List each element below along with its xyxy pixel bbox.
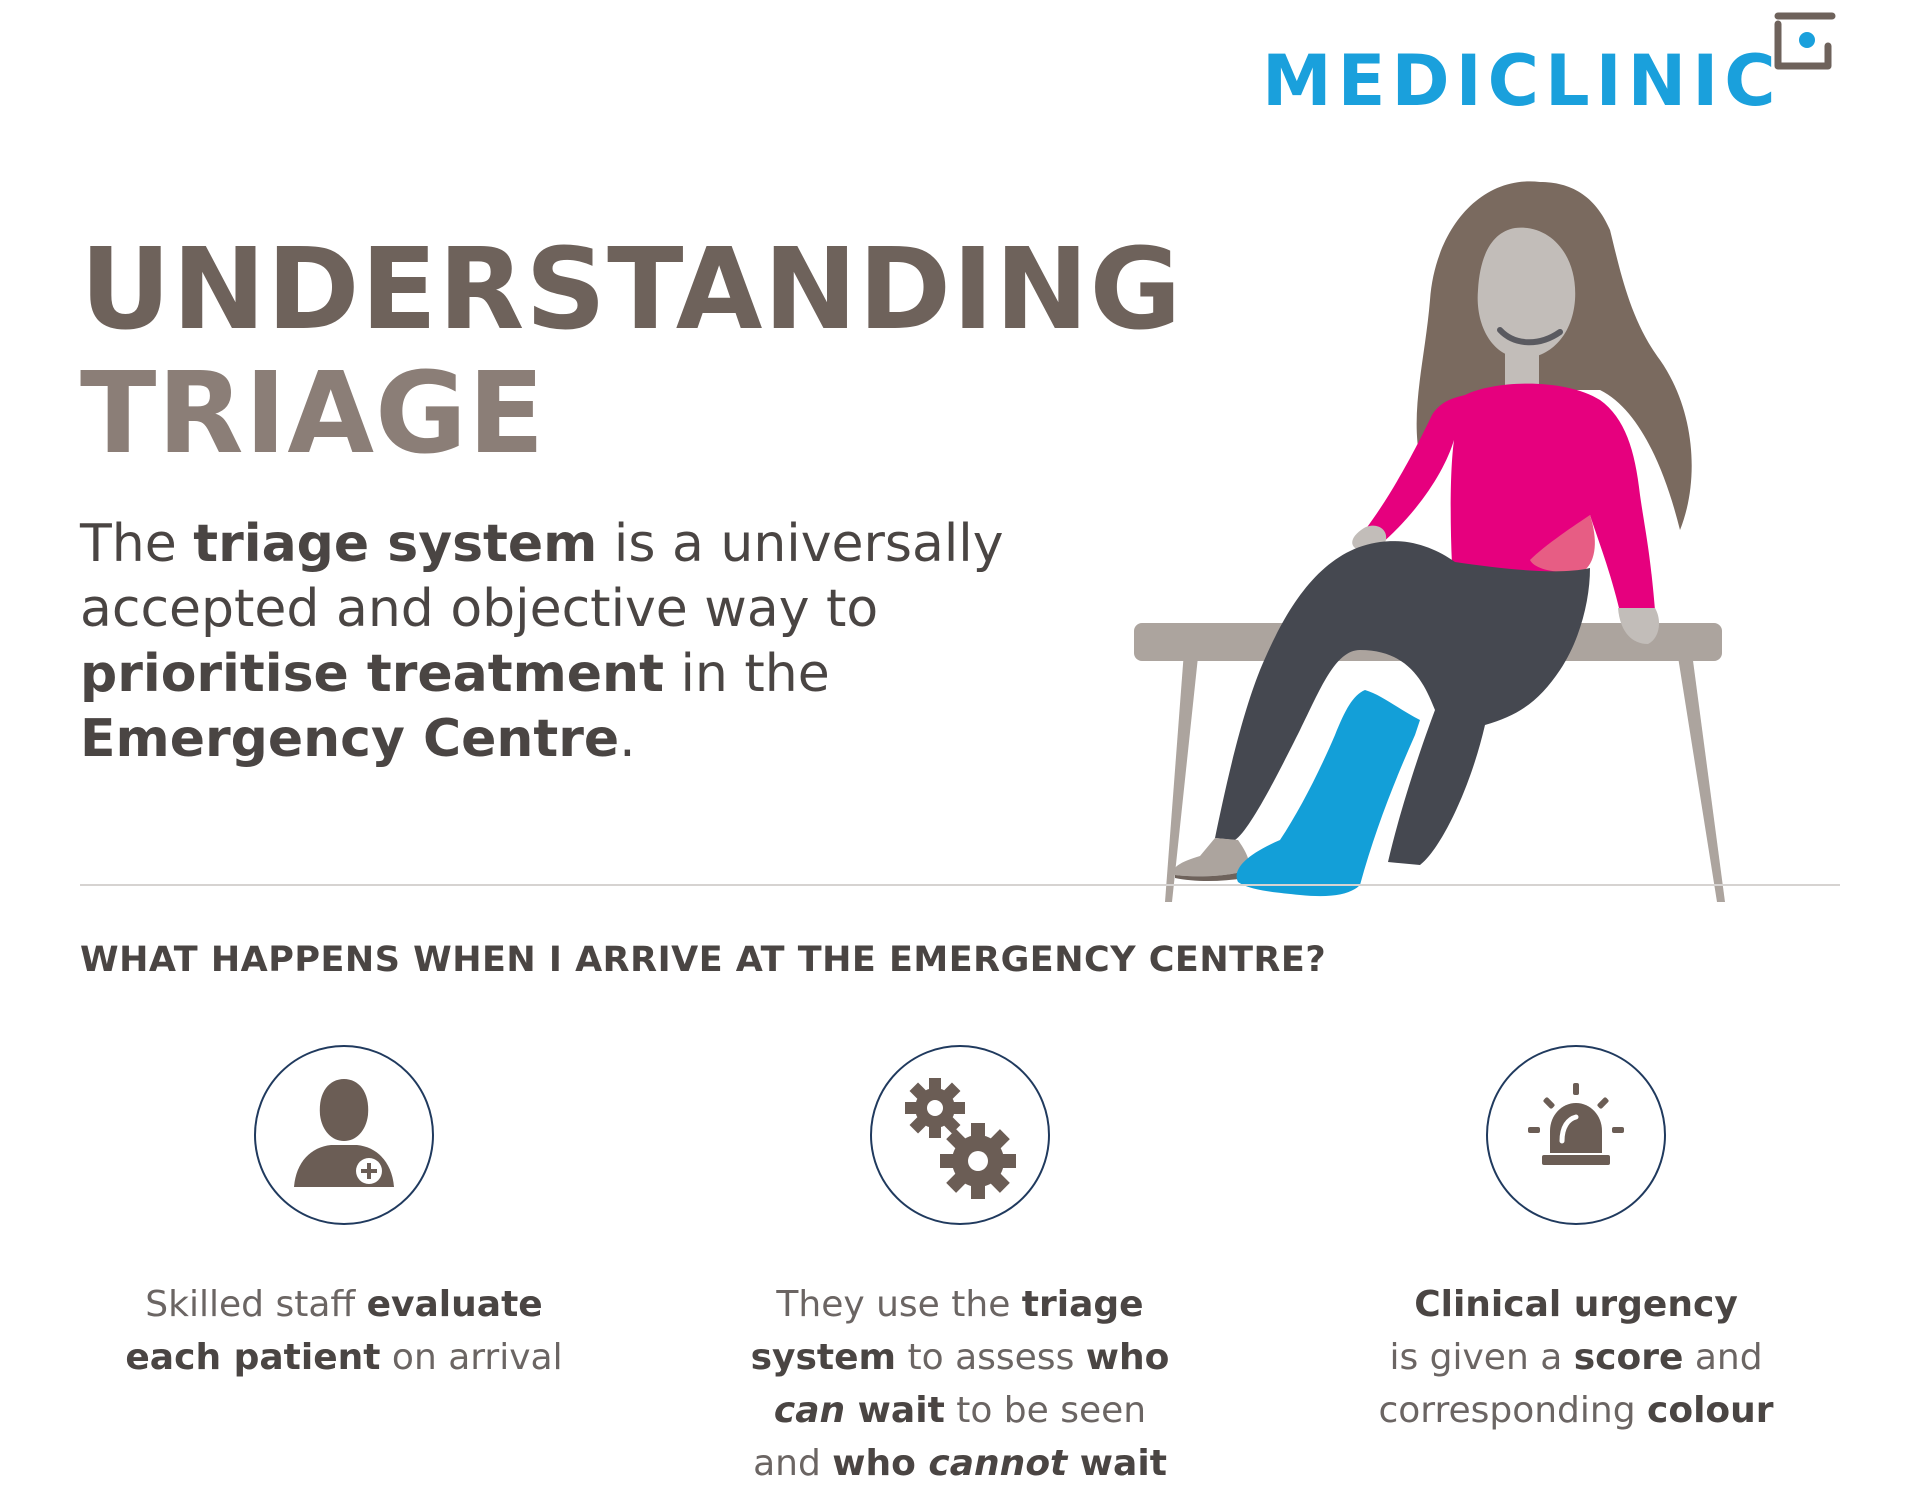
- step-3-circle: [1486, 1045, 1666, 1225]
- step-3-bold-2: score: [1573, 1337, 1684, 1378]
- step-3-line-3: corresponding colour: [1266, 1384, 1886, 1437]
- trousers: [1215, 541, 1590, 865]
- title-line-1: UNDERSTANDING: [80, 225, 1183, 355]
- intro-text-3: in the: [663, 644, 830, 704]
- intro-bold-1: triage system: [193, 514, 598, 574]
- step-3-line-2: is given a score and: [1266, 1331, 1886, 1384]
- step-2-description: They use the triage system to assess who…: [650, 1278, 1270, 1490]
- intro-bold-3: Emergency Centre: [80, 709, 620, 769]
- alarm-siren-icon: [1528, 1083, 1624, 1165]
- gears-icon: [905, 1078, 1016, 1199]
- logo-mark-icon: [1774, 12, 1836, 70]
- page-title: UNDERSTANDING TRIAGE: [80, 228, 1182, 476]
- step-2-line-2: system to assess who: [650, 1331, 1270, 1384]
- intro-text-4: .: [619, 709, 636, 769]
- step-2-bold-1: triage: [1021, 1284, 1144, 1325]
- face: [1477, 227, 1576, 359]
- step-3-description: Clinical urgency is given a score and co…: [1266, 1278, 1886, 1437]
- neck: [1505, 345, 1539, 390]
- mediclinic-logo: MEDICLINIC: [1262, 38, 1782, 128]
- step-1-bold-2: each patient: [125, 1337, 381, 1378]
- step-1-description: Skilled staff evaluate each patient on a…: [34, 1278, 654, 1384]
- step-3-text-3: corresponding: [1378, 1390, 1648, 1431]
- step-3-line-1: Clinical urgency: [1266, 1278, 1886, 1331]
- step-2-text-1: They use the: [776, 1284, 1022, 1325]
- intro-text-1: The: [80, 514, 194, 574]
- step-3-text-2: and: [1683, 1337, 1763, 1378]
- step-2-bold-2: system: [750, 1337, 897, 1378]
- step-2-line-1: They use the triage: [650, 1278, 1270, 1331]
- step-1-bold: evaluate: [366, 1284, 543, 1325]
- intro-paragraph: The triage system is a universally accep…: [80, 512, 1080, 772]
- step-2-text-2: to assess: [896, 1337, 1086, 1378]
- intro-bold-2: prioritise treatment: [80, 644, 664, 704]
- bench-leg-right: [1675, 638, 1725, 902]
- bench-leg-left: [1165, 638, 1200, 902]
- step-2-bold-6: wait: [1067, 1443, 1167, 1484]
- step-2-text-3: to be seen: [944, 1390, 1147, 1431]
- hand-right: [1618, 608, 1660, 644]
- medical-staff-icon: [294, 1079, 394, 1187]
- step-2-bold-3: who: [1085, 1337, 1170, 1378]
- step-3-text-1: is given a: [1389, 1337, 1574, 1378]
- step-2-text-4: and: [753, 1443, 833, 1484]
- step-1-text: Skilled staff: [145, 1284, 367, 1325]
- shoe: [1173, 838, 1250, 877]
- step-clinical-urgency: Clinical urgency is given a score and co…: [1266, 1045, 1886, 1437]
- intro-text-2: is a universally accepted and objective …: [80, 514, 1004, 639]
- logo-text: MEDICLINIC: [1262, 40, 1782, 122]
- step-evaluate: Skilled staff evaluate each patient on a…: [34, 1045, 654, 1384]
- step-1-circle: [254, 1045, 434, 1225]
- step-3-bold-1: Clinical urgency: [1414, 1284, 1738, 1325]
- step-2-line-3: can wait to be seen: [650, 1384, 1270, 1437]
- step-2-bold-4: wait: [845, 1390, 945, 1431]
- step-2-line-4: and who cannot wait: [650, 1437, 1270, 1490]
- step-1-line-1: Skilled staff evaluate: [34, 1278, 654, 1331]
- step-2-circle: [870, 1045, 1050, 1225]
- step-1-text-2: on arrival: [380, 1337, 563, 1378]
- title-line-2: TRIAGE: [80, 349, 546, 479]
- patient-illustration: [1134, 181, 1725, 902]
- leg-cast: [1236, 690, 1420, 897]
- step-1-line-2: each patient on arrival: [34, 1331, 654, 1384]
- step-2-italic-2: cannot: [928, 1443, 1068, 1484]
- section-heading: WHAT HAPPENS WHEN I ARRIVE AT THE EMERGE…: [80, 940, 1327, 980]
- step-3-bold-3: colour: [1647, 1390, 1774, 1431]
- step-2-bold-5: who: [832, 1443, 929, 1484]
- step-triage-system: They use the triage system to assess who…: [650, 1045, 1270, 1490]
- section-divider: [80, 884, 1840, 886]
- step-2-italic-1: can: [773, 1390, 846, 1431]
